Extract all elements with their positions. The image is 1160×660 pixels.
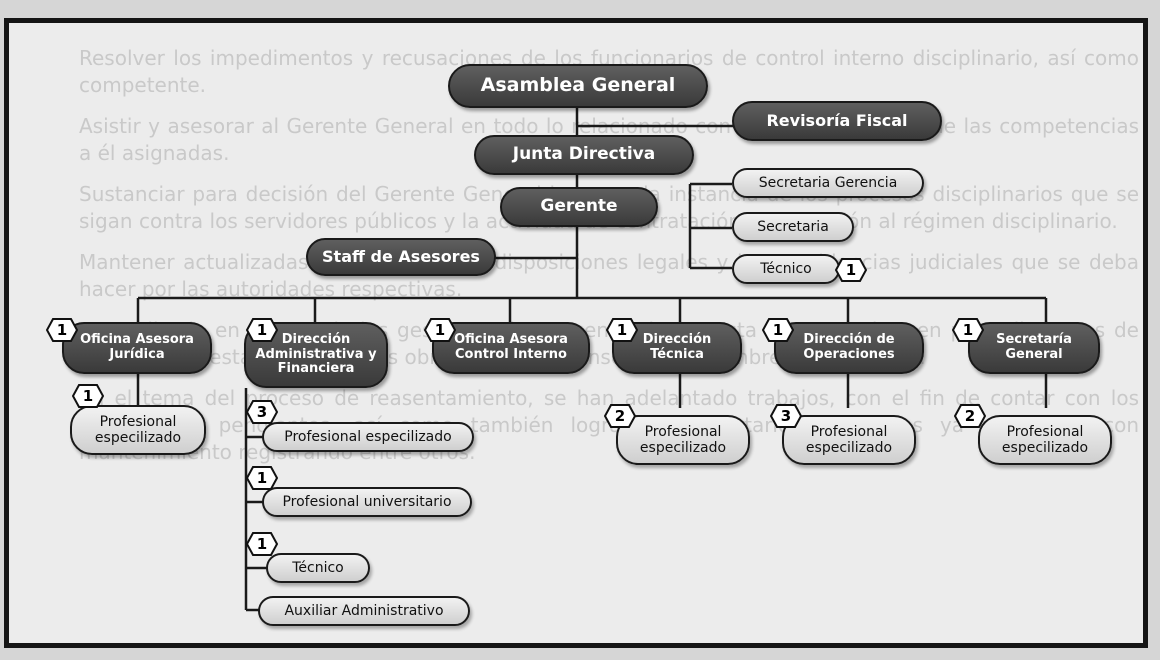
- count-badge-prof-admin: 3: [246, 400, 278, 424]
- badge-value: 1: [82, 387, 94, 405]
- badge-value: 1: [962, 321, 974, 339]
- node-profesional-secretaria: Profesional especilizado: [978, 415, 1112, 465]
- badge-value: 1: [434, 321, 446, 339]
- count-badge-tecnico-admin: 1: [246, 532, 278, 556]
- count-badge-prof-univ: 1: [246, 466, 278, 490]
- node-revisoria-fiscal: Revisoría Fiscal: [732, 101, 942, 141]
- node-profesional-universitario: Profesional universitario: [262, 487, 472, 517]
- count-badge-sec-general: 1: [952, 318, 984, 342]
- node-oficina-asesora-juridica: Oficina Asesora Jurídica: [62, 322, 212, 374]
- node-tecnico-admin: Técnico: [266, 553, 370, 583]
- badge-value: 1: [772, 321, 784, 339]
- badge-value: 1: [845, 261, 857, 279]
- count-badge-control: 1: [424, 318, 456, 342]
- count-badge-prof-oper: 3: [770, 404, 802, 428]
- badge-value: 3: [780, 407, 792, 425]
- count-badge-dir-admin: 1: [246, 318, 278, 342]
- node-secretaria: Secretaria: [732, 212, 854, 242]
- badge-value: 2: [614, 407, 626, 425]
- badge-value: 3: [256, 403, 268, 421]
- node-junta-directiva: Junta Directiva: [474, 135, 694, 175]
- node-profesional-tecnica: Profesional especilizado: [616, 415, 750, 465]
- node-oficina-control-interno: Oficina Asesora Control Interno: [432, 322, 590, 374]
- badge-value: 2: [964, 407, 976, 425]
- count-badge-prof-secretaria: 2: [954, 404, 986, 428]
- badge-value: 1: [256, 469, 268, 487]
- node-auxiliar-administrativo: Auxiliar Administrativo: [258, 596, 470, 626]
- badge-value: 1: [256, 321, 268, 339]
- node-gerente: Gerente: [500, 187, 658, 227]
- node-staff-de-asesores: Staff de Asesores: [306, 238, 496, 276]
- badge-value: 1: [256, 535, 268, 553]
- count-badge-dir-tecnica: 1: [606, 318, 638, 342]
- node-profesional-juridica: Profesional especilizado: [70, 405, 206, 455]
- count-badge-prof-tecnica: 2: [604, 404, 636, 428]
- node-asamblea-general: Asamblea General: [448, 64, 708, 108]
- badge-value: 1: [56, 321, 68, 339]
- node-tecnico-top: Técnico: [732, 254, 840, 284]
- badge-value: 1: [616, 321, 628, 339]
- node-secretaria-general: Secretaría General: [968, 322, 1100, 374]
- count-badge-tecnico-top: 1: [835, 258, 867, 282]
- node-profesional-admin: Profesional especilizado: [262, 422, 474, 452]
- node-direccion-operaciones: Dirección de Operaciones: [774, 322, 924, 374]
- count-badge-prof-juridica: 1: [72, 384, 104, 408]
- count-badge-dir-oper: 1: [762, 318, 794, 342]
- node-secretaria-gerencia: Secretaria Gerencia: [732, 168, 924, 198]
- count-badge-juridica: 1: [46, 318, 78, 342]
- node-profesional-operaciones: Profesional especilizado: [782, 415, 916, 465]
